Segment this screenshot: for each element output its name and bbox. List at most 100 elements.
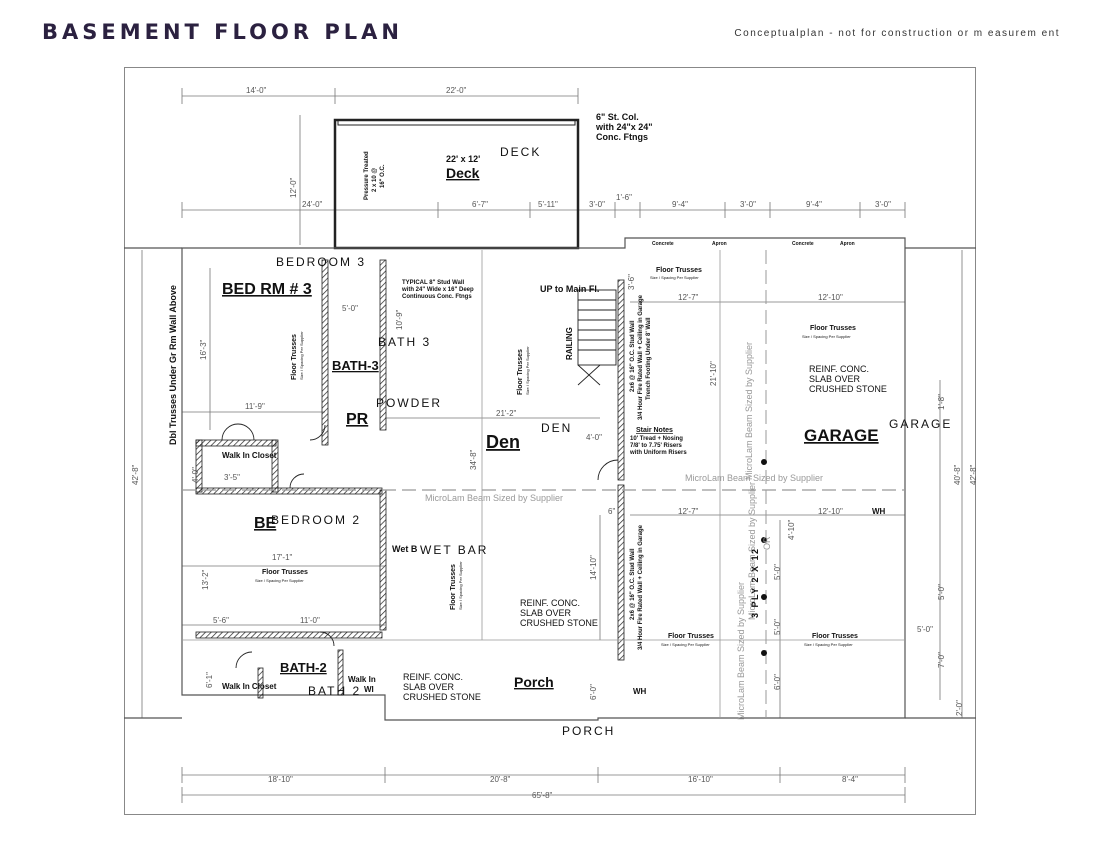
dim-label: 5'-0" — [773, 564, 782, 580]
stair-notes-2: 7/8' to 7.75' Risers — [630, 443, 683, 449]
dim-label: 2'-0" — [955, 700, 964, 716]
stairs — [577, 289, 617, 386]
dim-label: 5'-0" — [937, 584, 946, 600]
typical-wall-note-3: Continuous Conc. Ftngs — [402, 294, 472, 300]
dim-label: 7'-0" — [937, 652, 946, 668]
exterior-outline — [124, 237, 976, 721]
dim-label: 14'-0" — [246, 86, 267, 95]
plan-frame — [124, 67, 976, 815]
room-labels: DECK Deck 22' x 12' BEDROOM 3 BED RM # 3… — [222, 145, 952, 738]
trusses-garage: Floor Trusses — [810, 325, 856, 332]
microlam-note-2: MicroLam Beam Sized by Supplier — [685, 473, 823, 483]
dim-label: 34'-8" — [469, 449, 478, 470]
trusses-bedroom2-sub: Size / Spacing Per Supplier — [255, 578, 304, 583]
typical-wall-note-1: TYPICAL 8" Stud Wall — [402, 280, 465, 286]
dim-label: 12'-0" — [289, 177, 298, 198]
porch-slab-3: CRUSHED STONE — [403, 692, 481, 702]
dim-label: 5'-0" — [917, 625, 933, 634]
dim-label: 8'-4" — [842, 775, 858, 784]
disclaimer-note: Conceptualplan - not for construction or… — [734, 28, 1060, 39]
dim-label: 10'-9" — [395, 309, 404, 330]
bath3-name: BATH 3 — [378, 335, 431, 349]
microlam-note-3: MicroLam Beam Sized by Supplier — [744, 342, 754, 480]
apron-note-2: Apron — [840, 241, 855, 247]
dim-label: 12'-7" — [678, 507, 699, 516]
stair-notes-3: with Uniform Risers — [629, 450, 687, 456]
dim-label: 21'-2" — [496, 409, 517, 418]
bedroom3-name: BEDROOM 3 — [276, 255, 366, 269]
dim-label: 3'-5" — [224, 473, 240, 482]
trusses-garage-top-sub: Size / Spacing Per Supplier — [650, 275, 699, 280]
or-note: OR — [762, 536, 772, 550]
deck-label: Deck — [446, 165, 480, 181]
dim-label: 1'-6" — [616, 193, 632, 202]
stair-notes-title: Stair Notes — [636, 427, 673, 434]
deck-joist-note-1: Pressure Treated — [364, 151, 370, 200]
dbl-trusses-note: Dbl Trusses Under Gr Rm Wall Above — [168, 285, 178, 445]
stair-notes-1: 10' Tread + Nosing — [630, 436, 683, 442]
deck-name: DECK — [500, 145, 541, 159]
microlam-note-5: MicroLam Beam Sized by Supplier — [747, 482, 757, 620]
fire-wall-note-2: 3/4 Hour Fire Rated Wall + Ceiling in Ga… — [638, 524, 644, 650]
trusses-garage-sub: Size / Spacing Per Supplier — [802, 334, 851, 339]
apron-note-1: Apron — [712, 241, 727, 247]
dim-label: 13'-2" — [201, 569, 210, 590]
dim-label: 14'-10" — [589, 555, 598, 580]
dim-label: 4'-0" — [191, 467, 200, 483]
railing-note: RAILING — [565, 327, 574, 360]
trusses-den-sub: Size / Spacing Per Supplier — [525, 346, 530, 395]
dimension-lines — [141, 88, 963, 803]
fire-wall-note-1: 3/4 Hour Fire Rated Wall + Ceiling in Ga… — [638, 294, 644, 420]
dim-label: 5'-11" — [538, 200, 558, 209]
wetbar-label: Wet B — [392, 544, 418, 554]
dimension-labels: 14'-0" 22'-0" 12'-0" 24'-0" 6'-7" 5'-11"… — [131, 86, 978, 800]
garage-slab-3: CRUSHED STONE — [809, 384, 887, 394]
dim-label: 5'-0" — [773, 619, 782, 635]
ply-note: 3 PLY 2 X 12 — [750, 547, 760, 618]
bath2-label: BATH-2 — [280, 660, 327, 675]
porch-label: Porch — [514, 674, 554, 690]
dim-label: 20'-8" — [490, 775, 511, 784]
column-note-1: 6" St. Col. — [596, 112, 639, 122]
dim-label: 5'-0" — [342, 304, 358, 313]
garage-label: GARAGE — [804, 426, 879, 445]
dim-label: 3'-0" — [740, 200, 756, 209]
trusses-bedroom3: Floor Trusses — [291, 334, 298, 380]
column-note-2: with 24"x 24" — [595, 122, 653, 132]
porch-name: PORCH — [562, 724, 615, 738]
dim-label: 21'-10" — [709, 361, 718, 386]
dim-label: 1'-8" — [937, 394, 946, 410]
deck-joist-note-3: 16" O.C. — [380, 164, 386, 188]
trusses-garage-top: Floor Trusses — [656, 267, 702, 274]
dim-label: 18'-10" — [268, 775, 293, 784]
deck-joist-note-2: 2 x 10 @ — [372, 168, 378, 192]
bath2-name: BATH 2 — [308, 684, 361, 698]
column-note-3: Conc. Ftngs — [596, 132, 648, 142]
wetbar-name: WET BAR — [420, 543, 488, 557]
porch-slab-1: REINF. CONC. — [403, 672, 463, 682]
walkin-closet-2: Walk In Closet — [222, 682, 277, 691]
dim-label: 42'-8" — [969, 464, 978, 485]
den-slab-2: SLAB OVER — [520, 608, 572, 618]
concrete-note-1: Concrete — [652, 241, 674, 247]
trusses-bedroom2: Floor Trusses — [262, 569, 308, 576]
wh-label-2: WH — [872, 507, 886, 516]
porch-slab-2: SLAB OVER — [403, 682, 455, 692]
den-slab-3: CRUSHED STONE — [520, 618, 598, 628]
dim-label: 40'-8" — [953, 464, 962, 485]
dim-label: 16'-10" — [688, 775, 713, 784]
dim-label: 17'-1" — [272, 553, 293, 562]
walkin-closet-3: Walk In Closet — [222, 451, 277, 460]
dim-label: 9'-4" — [672, 200, 688, 209]
bedroom2-label: BE — [254, 515, 277, 532]
concrete-note-2: Concrete — [792, 241, 814, 247]
stud-wall-note-2: 2x6 @ 16" O.C. Stud Wall — [630, 548, 636, 620]
den-label: Den — [486, 432, 520, 452]
typical-wall-note-2: with 24" Wide x 16" Deep — [401, 287, 474, 293]
dim-label: 12'-7" — [678, 293, 699, 302]
garage-name: GARAGE — [889, 417, 952, 431]
bedroom2-name: BEDROOM 2 — [271, 513, 361, 527]
trusses-wetbar-sub: Size / Spacing Per Supplier — [458, 561, 463, 610]
dim-label: 24'-0" — [302, 200, 323, 209]
